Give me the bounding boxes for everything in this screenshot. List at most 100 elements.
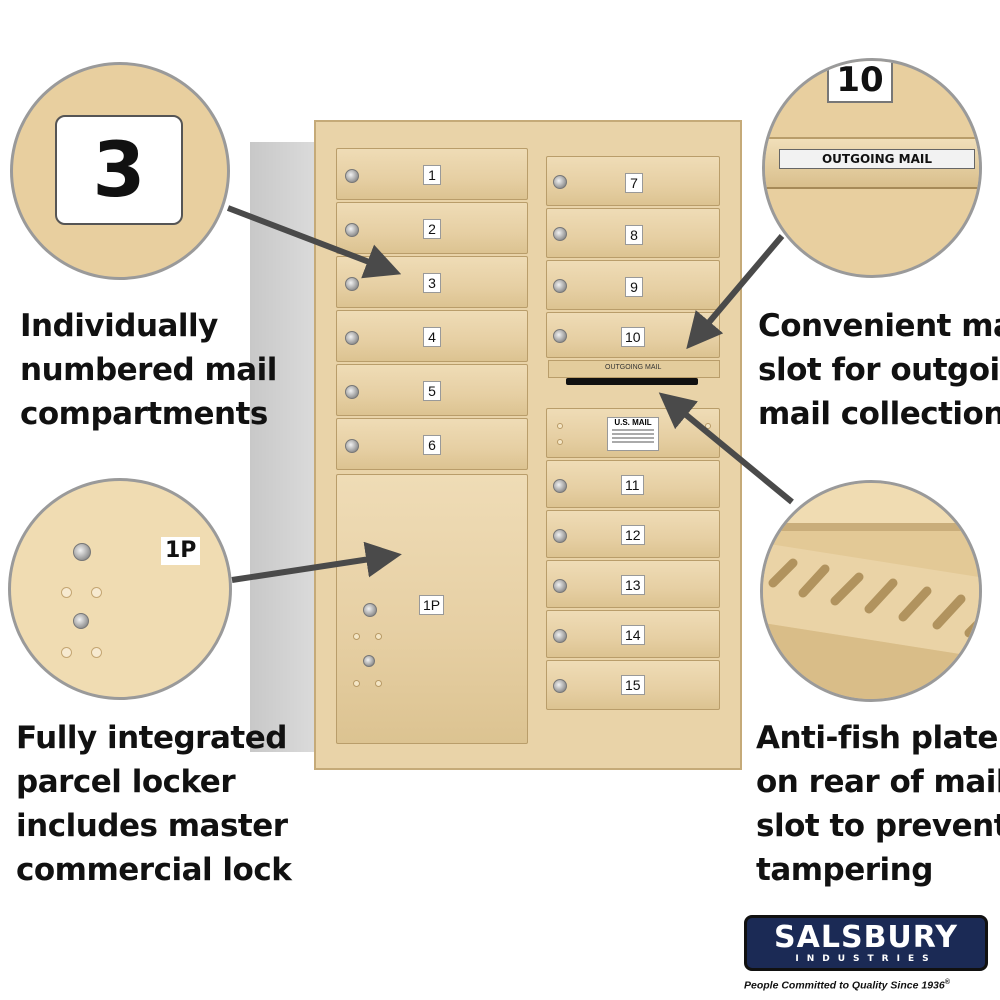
door-number-12: 12: [621, 525, 645, 545]
usmail-fineprint: [612, 433, 654, 435]
mail-door-15[interactable]: 15: [546, 660, 720, 710]
caption-line: Anti-fish plate: [756, 720, 998, 756]
brand-name: SALSBURY: [774, 920, 958, 955]
mailbox-housing: [250, 142, 320, 752]
door-number-11: 11: [621, 475, 644, 495]
lock-icon[interactable]: [553, 579, 567, 593]
rivet-icon: [375, 633, 382, 640]
outgoing-zoom-labelplate: OUTGOING MAIL: [779, 149, 975, 169]
rivet-icon: [353, 633, 360, 640]
parcel-zoom-label: 1P: [161, 537, 201, 565]
caption-line: Convenient mail: [758, 308, 1000, 344]
mail-door-3[interactable]: 3: [336, 256, 528, 308]
brand-tagline-row: People Committed to Quality Since 1936®: [744, 976, 994, 993]
antifish-zoom-callout: [760, 480, 982, 702]
outgoing-zoom-callout: 10 OUTGOING MAIL: [762, 58, 982, 278]
door-number-13: 13: [621, 575, 645, 595]
mailbox-unit: 1 2 3 4 5 6 1P: [250, 120, 745, 775]
caption-outgoing: Convenient mail slot for outgoing mail c…: [758, 304, 1000, 436]
lock-icon[interactable]: [553, 227, 567, 241]
lock-icon[interactable]: [553, 329, 567, 343]
rivet-icon: [91, 587, 102, 598]
master-lock-icon: [73, 613, 89, 629]
lock-icon[interactable]: [363, 603, 377, 617]
door-number-10: 10: [621, 327, 645, 347]
lock-icon[interactable]: [345, 223, 359, 237]
lock-icon[interactable]: [553, 279, 567, 293]
number-zoom-text: 3: [92, 125, 146, 214]
brand-tagline: People Committed to Quality Since 1936: [744, 979, 945, 992]
usmail-title: U.S. MAIL: [614, 418, 652, 427]
mail-door-12[interactable]: 12: [546, 510, 720, 558]
rivet-icon: [61, 647, 72, 658]
lock-icon[interactable]: [553, 529, 567, 543]
rivet-icon: [91, 647, 102, 658]
door-number-3: 3: [423, 273, 441, 293]
usmail-fineprint: [612, 441, 654, 443]
caption-line: numbered mail: [20, 352, 277, 388]
usmail-fineprint: [612, 437, 654, 439]
mail-door-5[interactable]: 5: [336, 364, 528, 416]
parcel-zoom-callout: 1P: [8, 478, 232, 700]
registered-mark: ®: [944, 979, 950, 986]
rivet-icon: [375, 680, 382, 687]
master-lock-icon[interactable]: [363, 655, 375, 667]
lock-icon[interactable]: [553, 629, 567, 643]
parcel-locker-door[interactable]: 1P: [336, 474, 528, 744]
door-number-1: 1: [423, 165, 441, 185]
outgoing-zoom-number: 10: [836, 60, 884, 100]
mail-door-4[interactable]: 4: [336, 310, 528, 362]
caption-line: mail collection: [758, 396, 1000, 432]
mail-door-6[interactable]: 6: [336, 418, 528, 470]
lock-icon[interactable]: [345, 331, 359, 345]
outgoing-mail-slot[interactable]: OUTGOING MAIL: [548, 360, 720, 378]
outgoing-mail-label: OUTGOING MAIL: [605, 364, 662, 371]
caption-line: on rear of mail: [756, 764, 1000, 800]
mail-door-13[interactable]: 13: [546, 560, 720, 608]
mail-door-9[interactable]: 9: [546, 260, 720, 310]
caption-compartments: Individually numbered mail compartments: [20, 304, 277, 436]
lock-icon[interactable]: [553, 175, 567, 189]
door-number-9: 9: [625, 277, 643, 297]
rivet-icon: [557, 423, 563, 429]
door-number-8: 8: [625, 225, 643, 245]
mail-slot-opening: [566, 378, 698, 385]
caption-line: commercial lock: [16, 852, 292, 888]
lock-icon[interactable]: [345, 277, 359, 291]
lock-icon[interactable]: [345, 439, 359, 453]
door-number-15: 15: [621, 675, 645, 695]
lock-icon: [73, 543, 91, 561]
caption-line: compartments: [20, 396, 268, 432]
mail-door-2[interactable]: 2: [336, 202, 528, 254]
parcel-label: 1P: [419, 595, 445, 615]
caption-line: includes master: [16, 808, 288, 844]
caption-line: Fully integrated: [16, 720, 287, 756]
door-number-5: 5: [423, 381, 441, 401]
rivet-icon: [61, 587, 72, 598]
caption-line: slot for outgoing: [758, 352, 1000, 388]
outgoing-zoom-label: OUTGOING MAIL: [821, 152, 933, 166]
number-zoom-callout: 3: [10, 62, 230, 280]
door-number-6: 6: [423, 435, 441, 455]
lock-icon[interactable]: [553, 679, 567, 693]
door-number-2: 2: [423, 219, 441, 239]
mail-door-1[interactable]: 1: [336, 148, 528, 200]
caption-antifish: Anti-fish plate on rear of mail slot to …: [756, 716, 1000, 892]
caption-parcel: Fully integrated parcel locker includes …: [16, 716, 292, 892]
door-number-4: 4: [423, 327, 441, 347]
mail-door-8[interactable]: 8: [546, 208, 720, 258]
mail-door-10[interactable]: 10: [546, 312, 720, 358]
caption-line: Individually: [20, 308, 218, 344]
mail-door-7[interactable]: 7: [546, 156, 720, 206]
lock-icon[interactable]: [345, 169, 359, 183]
mail-door-14[interactable]: 14: [546, 610, 720, 658]
rivet-icon: [705, 423, 711, 429]
lock-icon[interactable]: [345, 385, 359, 399]
antifish-plate-graphic: [763, 483, 979, 699]
door-number-14: 14: [621, 625, 645, 645]
lock-icon[interactable]: [553, 479, 567, 493]
mail-door-11[interactable]: 11: [546, 460, 720, 508]
brand-logo: SALSBURY INDUSTRIES: [744, 915, 988, 971]
caption-line: slot to prevent: [756, 808, 1000, 844]
caption-line: parcel locker: [16, 764, 236, 800]
